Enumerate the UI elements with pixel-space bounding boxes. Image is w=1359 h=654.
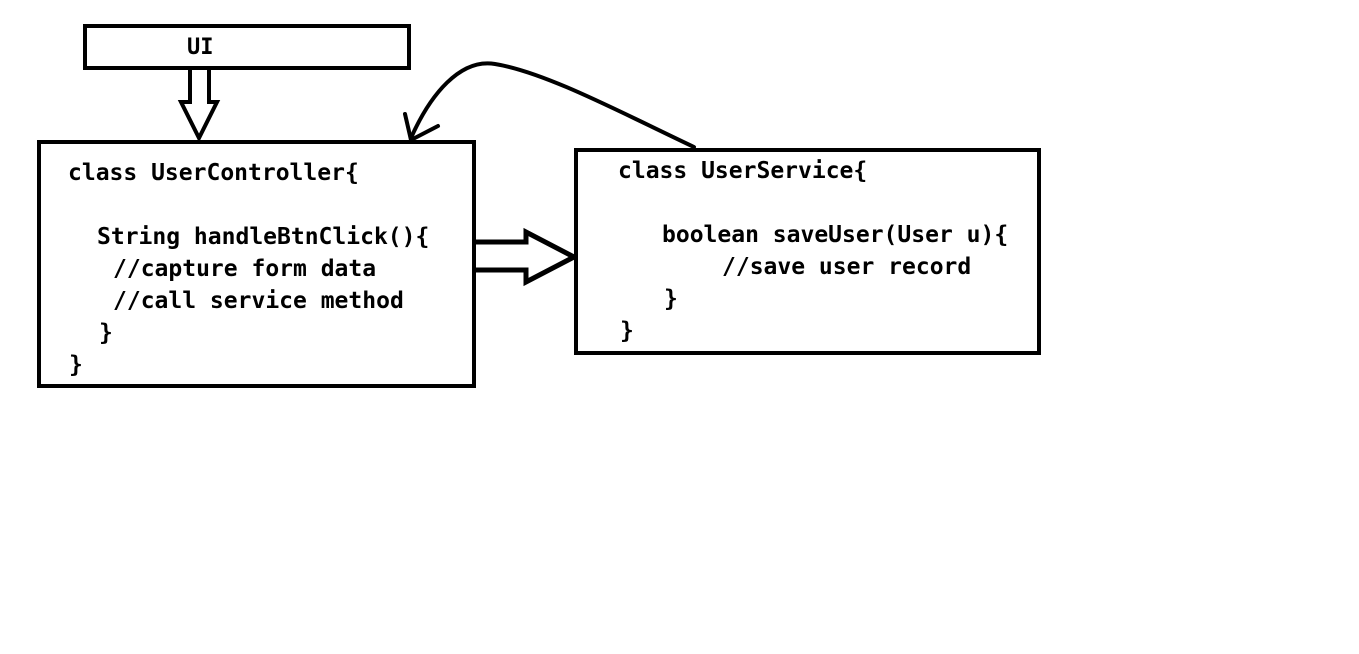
ui-label: UI: [187, 35, 214, 60]
curved-arrow-head: [403, 112, 440, 142]
controller-comment-capture: //capture form data: [113, 256, 377, 282]
service-comment-save: //save user record: [722, 254, 972, 280]
user-service-box: class UserService{ boolean saveUser(User…: [574, 148, 1041, 355]
service-class-close-brace: }: [620, 318, 634, 344]
controller-comment-call: //call service method: [113, 288, 404, 314]
controller-to-service-arrow: [476, 227, 580, 287]
user-controller-box: class UserController{ String handleBtnCl…: [37, 140, 476, 388]
ui-to-controller-arrow: [177, 64, 221, 143]
controller-class-declaration: class UserController{: [68, 160, 359, 186]
service-method-close-brace: }: [664, 286, 678, 312]
service-class-declaration: class UserService{: [618, 158, 868, 184]
controller-method-signature: String handleBtnClick(){: [97, 224, 430, 250]
controller-class-close-brace: }: [69, 352, 83, 378]
service-method-signature: boolean saveUser(User u){: [662, 222, 1009, 248]
service-to-controller-curved-arrow: [409, 61, 696, 149]
controller-method-close-brace: }: [99, 320, 113, 346]
ui-box: UI: [83, 24, 411, 70]
